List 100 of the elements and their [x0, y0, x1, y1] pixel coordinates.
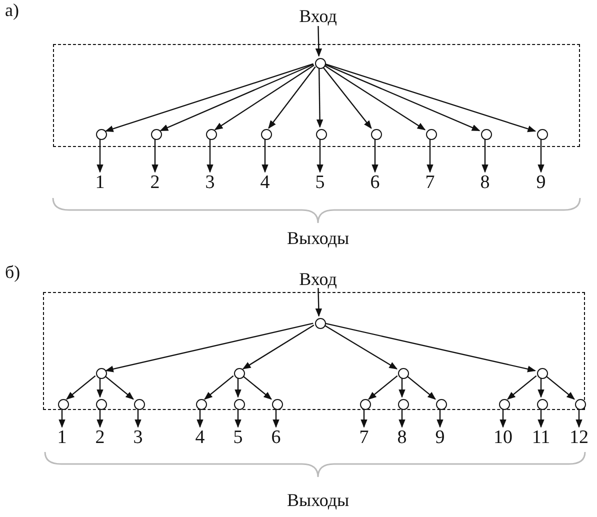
arrow — [507, 375, 537, 400]
arrow — [324, 324, 398, 370]
brace-label: Выходы — [287, 491, 350, 509]
circle-node — [234, 368, 244, 378]
arrow — [134, 409, 142, 428]
node-label: 5 — [313, 172, 327, 192]
node-label: 12 — [568, 427, 590, 447]
circle-node — [58, 398, 68, 410]
arrow — [368, 375, 398, 400]
arrow — [96, 378, 104, 398]
arrow — [104, 375, 134, 400]
arrow — [545, 375, 575, 400]
arrow — [234, 378, 242, 398]
arrow — [96, 139, 104, 173]
circle-node — [370, 128, 382, 140]
node-label: 6 — [368, 172, 382, 192]
circle-node — [314, 58, 326, 68]
node-label: 3 — [203, 172, 217, 192]
brace-label: Выходы — [287, 229, 350, 247]
arrow — [152, 139, 158, 173]
node-label: 9 — [534, 172, 548, 192]
arrow — [272, 409, 280, 428]
circle-node — [96, 398, 106, 410]
circle-node — [206, 128, 216, 140]
node-label: 1 — [93, 172, 107, 192]
circle-node — [360, 398, 370, 410]
node-label: 8 — [395, 427, 409, 447]
arrow — [324, 64, 480, 132]
arrow — [315, 288, 322, 317]
circle-node — [436, 398, 446, 410]
circle-node — [96, 128, 106, 140]
node-label: 5 — [231, 427, 245, 447]
part-label: б) — [5, 263, 20, 281]
arrow — [324, 63, 536, 132]
circle-node — [398, 368, 408, 378]
arrow — [316, 68, 324, 128]
node-label: 2 — [148, 172, 162, 192]
circle-node — [574, 398, 586, 410]
arrow — [538, 409, 544, 428]
arrow — [538, 378, 544, 398]
arrow — [482, 139, 488, 173]
arrow — [214, 64, 314, 130]
arrow — [500, 409, 506, 428]
node-label: 7 — [357, 427, 371, 447]
arrow — [160, 64, 314, 132]
arrow — [324, 322, 536, 372]
circle-node — [96, 368, 106, 378]
circle-node — [150, 128, 162, 140]
arrow — [406, 375, 436, 400]
circle-node — [314, 318, 326, 328]
arrow — [66, 375, 96, 400]
arrow — [96, 409, 104, 428]
node-label: 8 — [478, 172, 492, 192]
dashed-frame — [43, 292, 585, 410]
arrow — [316, 139, 324, 173]
arrow — [436, 409, 444, 428]
node-label: 6 — [269, 427, 283, 447]
part-label: а) — [5, 1, 19, 19]
circle-node — [234, 398, 244, 410]
circle-node — [260, 128, 272, 140]
arrow — [372, 139, 378, 173]
arrow — [206, 139, 214, 173]
circle-node — [272, 398, 282, 410]
node-label: 9 — [433, 427, 447, 447]
node-label: 4 — [258, 172, 272, 192]
node-label: Вход — [298, 6, 338, 26]
arrow — [242, 375, 272, 400]
circle-node — [426, 128, 436, 140]
dashed-frame — [53, 44, 580, 147]
arrow — [360, 409, 368, 428]
circle-node — [498, 398, 510, 410]
node-label: Вход — [298, 270, 338, 288]
circle-node — [536, 128, 548, 140]
arrow — [398, 409, 406, 428]
arrow — [576, 409, 582, 428]
arrow — [242, 324, 314, 370]
arrow — [58, 409, 66, 428]
circle-node — [536, 368, 548, 378]
arrow — [322, 66, 372, 129]
arrow — [268, 66, 316, 129]
arrow — [315, 26, 322, 57]
node-label: 10 — [492, 427, 514, 447]
arrow — [262, 139, 268, 173]
arrow — [105, 322, 314, 372]
arrow — [538, 139, 544, 173]
node-label: 2 — [93, 427, 107, 447]
node-label: 3 — [131, 427, 145, 447]
circle-node — [536, 398, 548, 410]
node-label: 7 — [423, 172, 437, 192]
circle-node — [196, 398, 206, 410]
circle-node — [480, 128, 492, 140]
circle-node — [398, 398, 408, 410]
arrow — [196, 409, 204, 428]
arrow — [426, 139, 434, 173]
arrow — [398, 378, 406, 398]
arrow — [324, 64, 426, 130]
circle-node — [134, 398, 144, 410]
circle-node — [316, 128, 326, 140]
arrow — [234, 409, 242, 428]
node-label: 11 — [530, 427, 552, 447]
